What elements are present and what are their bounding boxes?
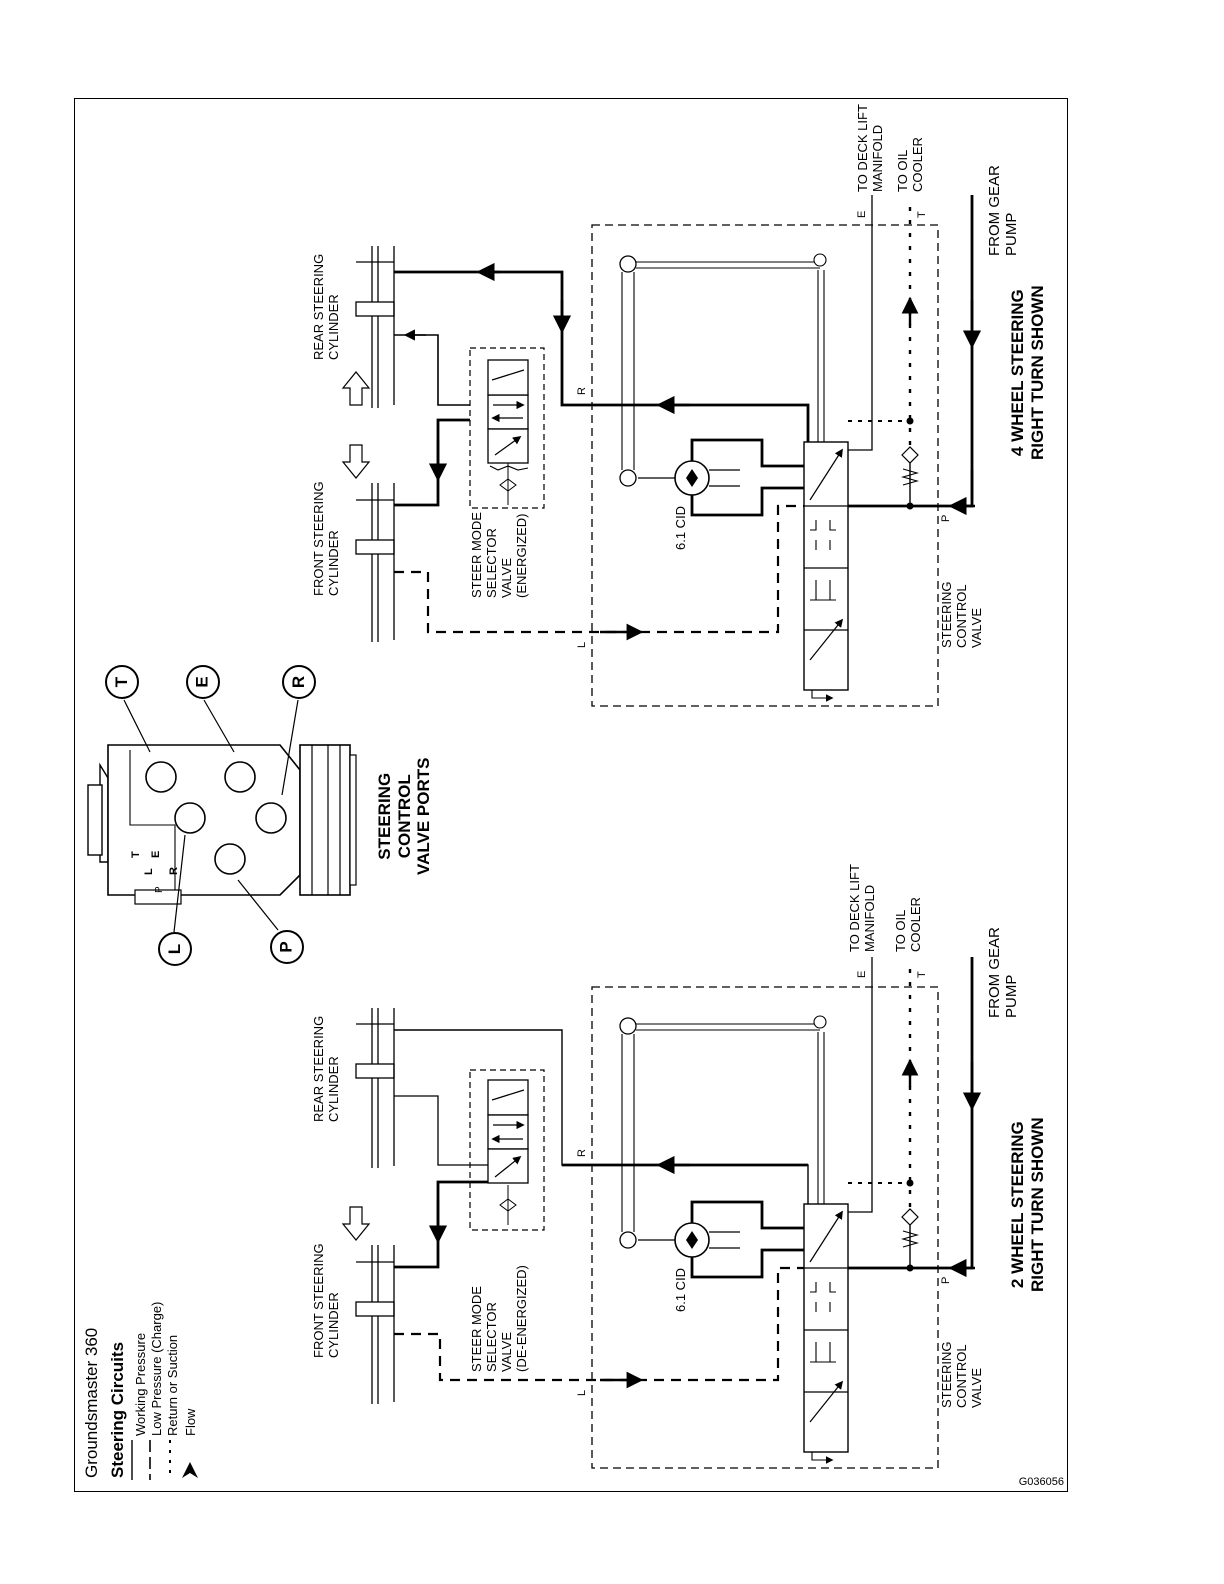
port-t-4wd: T — [916, 211, 928, 218]
valve-port-illustration — [87, 699, 357, 933]
control-valve-envelope-2wd — [591, 986, 939, 1469]
port-l-2wd: L — [576, 1389, 588, 1396]
circuit-4wd — [341, 195, 982, 707]
housing-letter-r: R — [168, 867, 180, 875]
motor-label-4wd: 6.1 CID — [673, 505, 688, 550]
circuit-2wd — [341, 957, 982, 1469]
rear-cylinder-2wd — [355, 1008, 395, 1168]
housing-letter-e: E — [150, 850, 162, 858]
port-callout-r: R — [282, 665, 316, 699]
housing-letter-t: T — [130, 851, 142, 858]
front-cylinder-4wd — [355, 483, 395, 642]
legend-flow: Flow — [183, 1408, 198, 1436]
port-detail-title: STEERING CONTROL VALVE PORTS — [375, 757, 434, 875]
document-title: Groundsmaster 360 — [82, 1327, 101, 1478]
diagram-frame — [74, 98, 1068, 1492]
port-r-2wd: R — [576, 1149, 588, 1157]
port-callout-t: T — [105, 665, 139, 699]
figure-id: G036056 — [1018, 1476, 1064, 1488]
hollow-arrow-front-2wd — [341, 1206, 371, 1241]
selector-envelope-2wd — [469, 1069, 545, 1231]
port-t-2wd: T — [916, 971, 928, 978]
port-p-2wd: P — [940, 1276, 952, 1284]
legend-return: Return or Suction — [165, 1334, 180, 1436]
motor-label-2wd: 6.1 CID — [673, 1267, 688, 1312]
port-callout-p: P — [270, 930, 304, 964]
port-l-4wd: L — [576, 641, 588, 648]
port-callout-e: E — [186, 665, 220, 699]
port-callout-l: L — [158, 932, 192, 966]
housing-letter-p: P — [154, 886, 165, 893]
port-e-4wd: E — [856, 210, 868, 218]
legend-symbols — [131, 1440, 198, 1480]
port-p-4wd: P — [940, 514, 952, 522]
port-r-4wd: R — [576, 387, 588, 395]
document-subtitle: Steering Circuits — [108, 1341, 127, 1478]
hollow-arrow-front-4wd — [341, 444, 371, 479]
port-e-2wd: E — [856, 970, 868, 978]
housing-letter-l: L — [143, 868, 155, 875]
legend-working-pressure: Working Pressure — [133, 1332, 148, 1436]
legend-low-pressure: Low Pressure (Charge) — [149, 1301, 164, 1436]
hollow-arrow-rear-4wd — [341, 371, 371, 406]
selector-envelope-4wd — [469, 347, 545, 509]
control-valve-envelope-4wd — [591, 224, 939, 707]
front-cylinder-2wd — [355, 1245, 395, 1404]
